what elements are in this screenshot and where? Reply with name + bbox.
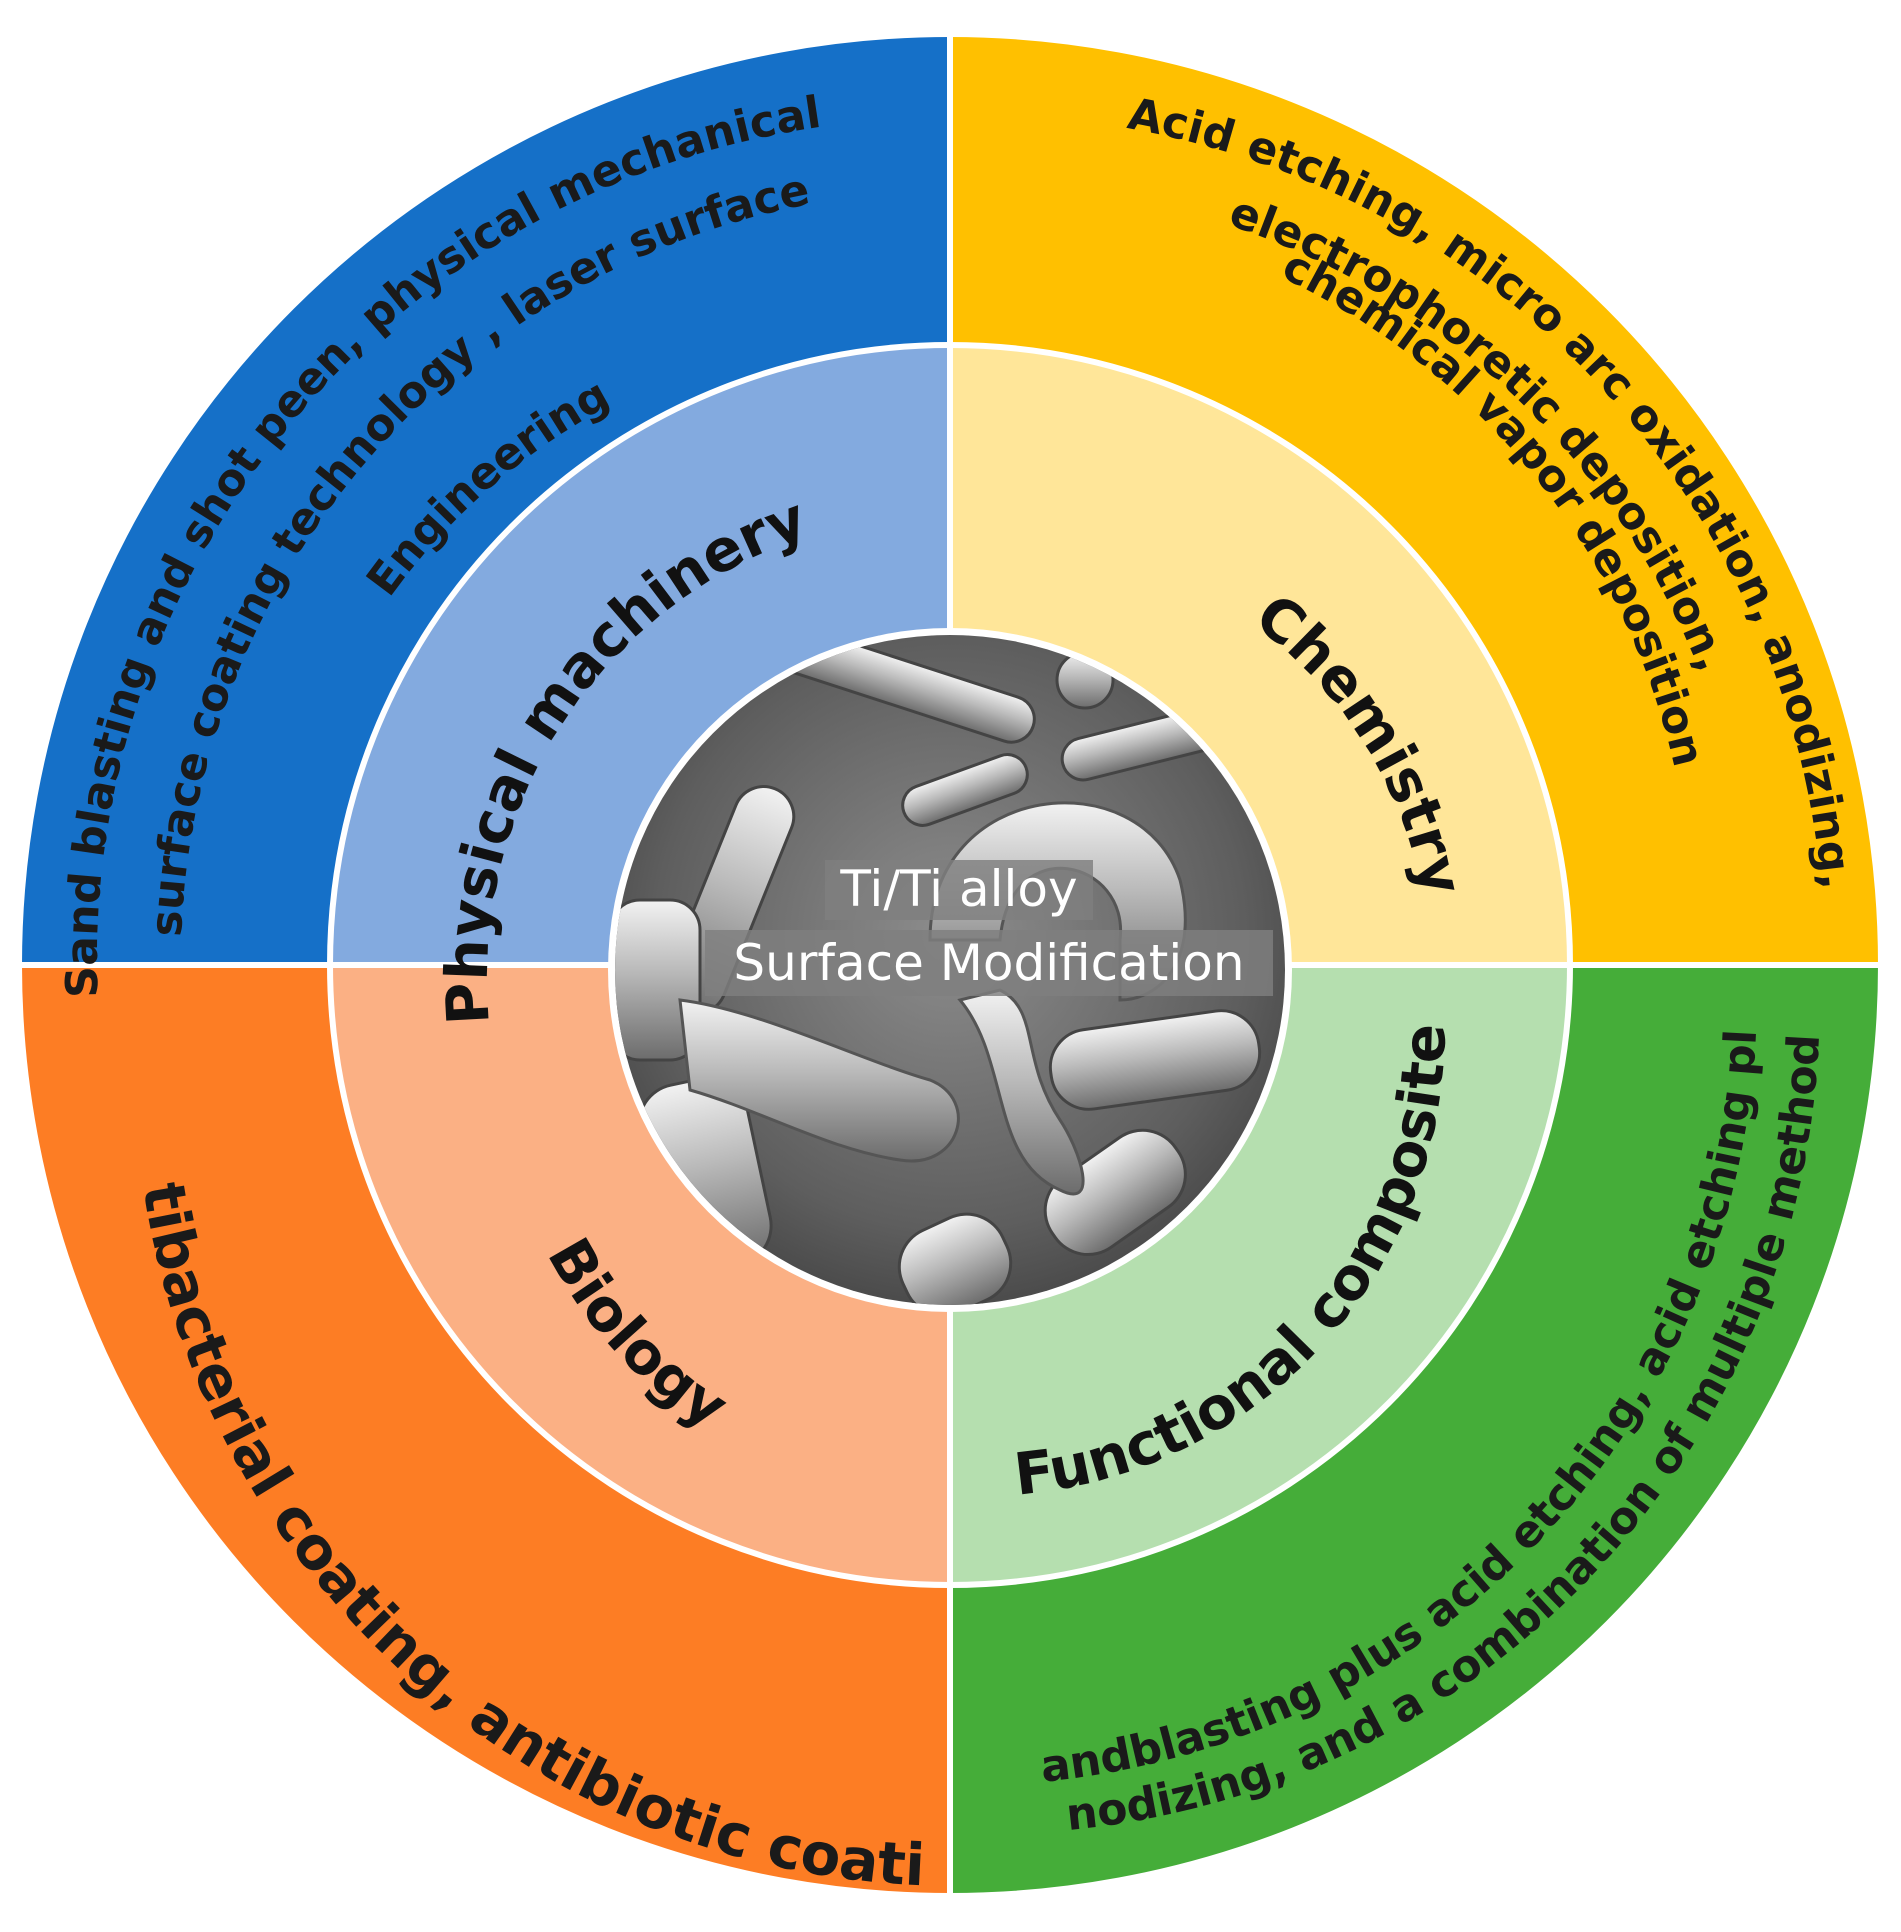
center-title: Ti/Ti alloy Surface Modification [705,860,1273,996]
center-title-line2: Surface Modification [733,934,1244,992]
center-title-line2-bg [705,930,1273,996]
center-title-line1: Ti/Ti alloy [839,860,1077,918]
center-title-line1-bg [825,860,1093,920]
